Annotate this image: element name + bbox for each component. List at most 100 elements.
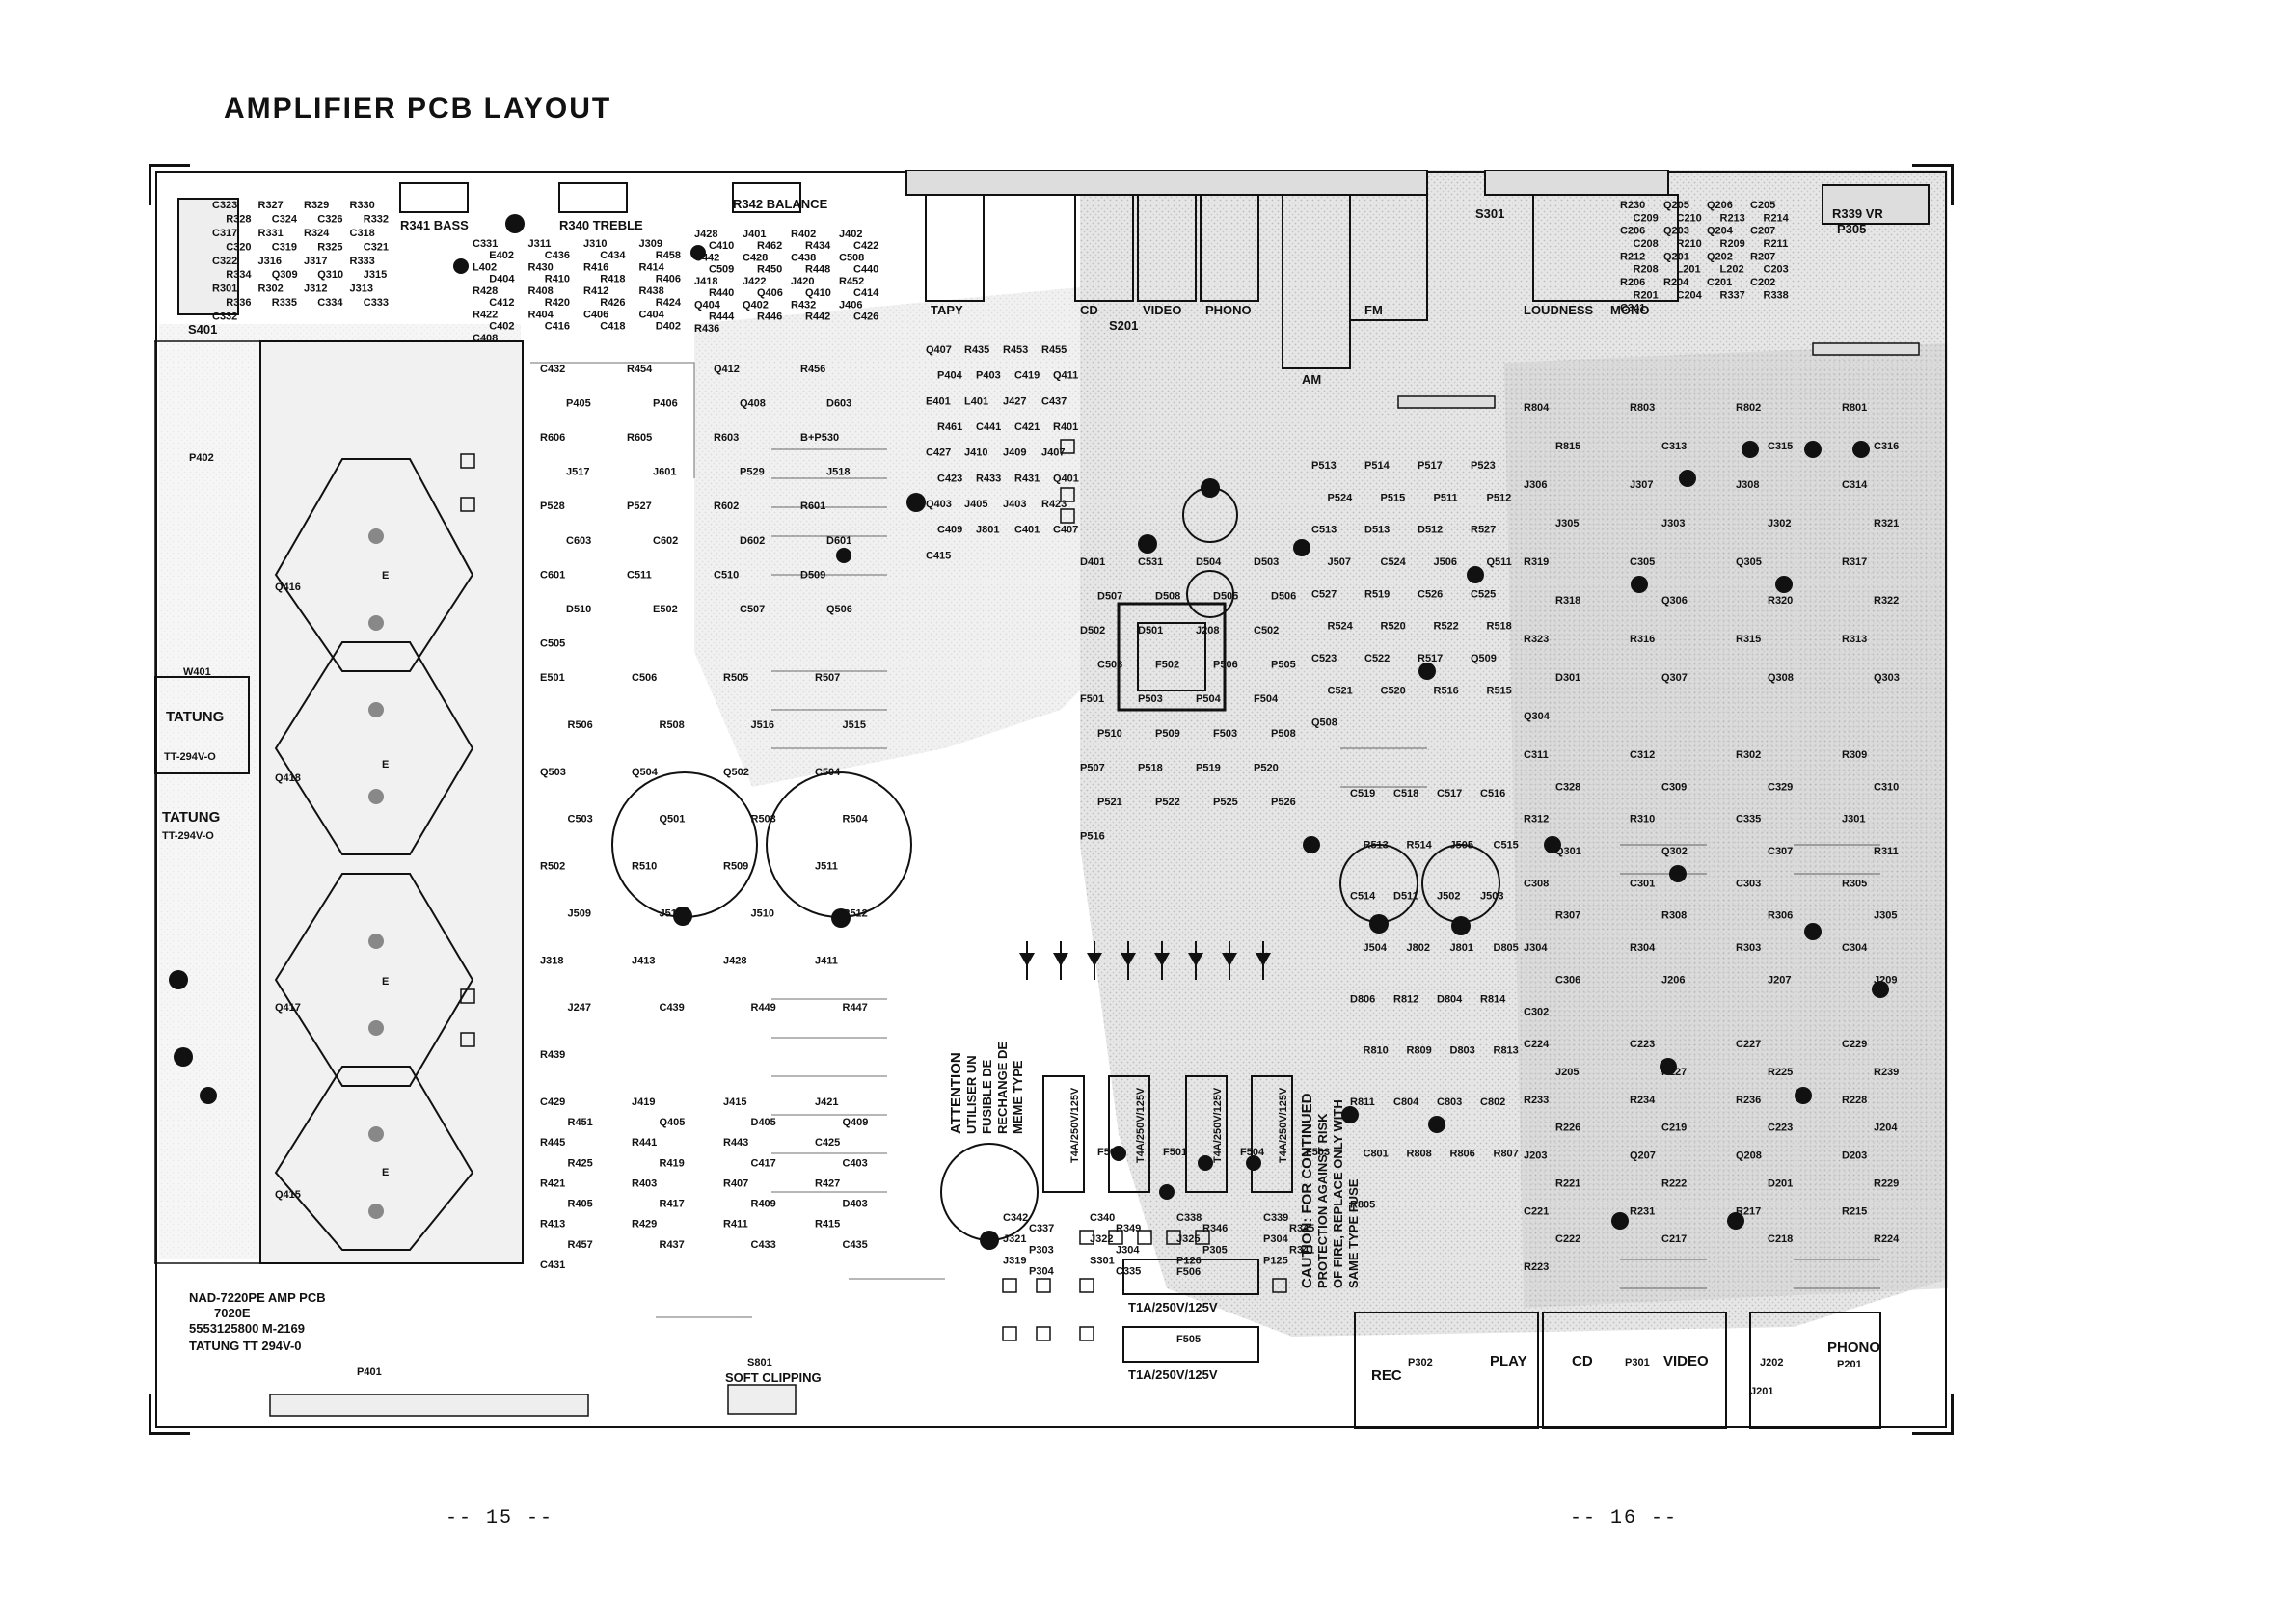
component-ref: R602 — [714, 501, 739, 512]
component-ref: C509 — [709, 264, 734, 276]
p305-header — [1812, 342, 1920, 356]
component-ref: R233 — [1524, 1095, 1549, 1106]
component-ref: R414 — [639, 261, 665, 273]
component-ref: R449 — [751, 1002, 776, 1014]
label-p302: P302 — [1408, 1357, 1433, 1368]
component-ref: R328 — [226, 213, 251, 225]
component-ref: P520 — [1254, 762, 1279, 773]
phono-jack — [1749, 1312, 1881, 1429]
component-ref: Q206 — [1707, 200, 1733, 211]
component-ref: R349 — [1116, 1223, 1141, 1234]
test-pads — [460, 439, 1287, 1341]
transistor-q418 — [274, 641, 474, 855]
component-ref: C227 — [1736, 1039, 1761, 1050]
component-ref: C422 — [853, 240, 878, 252]
component-ref: J401 — [743, 229, 766, 240]
component-ref: Q407 — [926, 344, 952, 356]
component-ref: D504 — [1196, 556, 1222, 568]
component-ref: R311 — [1874, 846, 1899, 857]
input-label-phono: PHONO — [1205, 303, 1252, 317]
component-ref: R809 — [1407, 1045, 1432, 1057]
component-ref: R334 — [226, 269, 252, 281]
component-ref: C412 — [489, 297, 514, 309]
pcb-board: R341 BASS R340 TREBLE R342 BALANCE R339 … — [149, 164, 1954, 1435]
component-ref: P305 — [1202, 1244, 1228, 1256]
component-ref: C223 — [1630, 1039, 1655, 1050]
component-ref: R429 — [632, 1219, 657, 1231]
component-ref: J209 — [1874, 974, 1897, 986]
component-ref: R332 — [364, 213, 389, 225]
component-ref: R415 — [815, 1219, 840, 1231]
crop-mark-bottom-right — [1912, 1394, 1954, 1435]
component-ref: R224 — [1874, 1233, 1900, 1245]
component-ref: C408 — [473, 333, 498, 344]
component-ref: Q304 — [1524, 711, 1551, 722]
label-s201: S201 — [1109, 318, 1138, 333]
component-ref: C309 — [1661, 781, 1687, 793]
jack-label-rec: REC — [1371, 1367, 1402, 1384]
component-ref: D505 — [1213, 591, 1238, 603]
component-ref: C308 — [1524, 878, 1549, 889]
component-ref: C503 — [568, 814, 593, 826]
component-ref: C442 — [694, 252, 719, 263]
attention-line-2: UTILISER UN — [964, 1055, 979, 1134]
component-ref: J310 — [583, 238, 607, 250]
component-ref: J317 — [304, 256, 327, 267]
component-ref: C206 — [1620, 226, 1645, 237]
label-w401: W401 — [183, 666, 211, 678]
component-ref: P519 — [1196, 762, 1221, 773]
crop-mark-top-right — [1912, 164, 1954, 205]
component-ref: P513 — [1311, 460, 1337, 472]
component-ref: C407 — [1053, 525, 1078, 536]
label-q417: Q417 — [275, 1002, 301, 1014]
component-ref: C435 — [843, 1239, 868, 1251]
component-ref: C402 — [489, 321, 514, 333]
component-ref: R524 — [1328, 621, 1354, 633]
component-ref: R522 — [1434, 621, 1459, 633]
component-ref: C507 — [740, 604, 765, 615]
component-ref: Q208 — [1736, 1150, 1762, 1162]
component-ref: C801 — [1364, 1148, 1389, 1159]
component-ref: Q303 — [1874, 672, 1900, 684]
component-ref: C210 — [1677, 212, 1702, 224]
component-ref: Q410 — [805, 287, 831, 299]
component-ref: J517 — [566, 467, 589, 478]
component-ref: D503 — [1254, 556, 1279, 568]
component-ref: P406 — [653, 398, 678, 410]
copper-area-right-dense — [1504, 343, 1948, 1308]
component-ref: R446 — [757, 311, 782, 323]
component-ref: C221 — [1524, 1205, 1549, 1217]
component-ref: R453 — [1003, 344, 1028, 356]
component-ref: J518 — [826, 467, 850, 478]
component-ref: J419 — [632, 1096, 655, 1108]
tatung-label-1: TATUNG — [166, 709, 224, 725]
component-ref: R448 — [805, 264, 830, 276]
bass-pot — [399, 182, 469, 213]
component-ref: B+P530 — [800, 432, 839, 444]
s401-block — [177, 198, 239, 315]
label-bass: R341 BASS — [400, 218, 469, 232]
diode-triangles — [1019, 953, 1271, 966]
component-ref: C324 — [272, 213, 298, 225]
component-ref: C414 — [853, 287, 879, 299]
component-ref: C401 — [1014, 525, 1040, 536]
component-ref: R445 — [540, 1137, 565, 1149]
component-ref: P511 — [1434, 492, 1458, 503]
label-p401: P401 — [357, 1367, 382, 1378]
component-ref: C305 — [1630, 556, 1655, 568]
component-ref: C223 — [1768, 1123, 1793, 1134]
component-ref: C203 — [1764, 264, 1789, 276]
component-ref: C441 — [976, 421, 1001, 433]
component-ref: R443 — [723, 1137, 748, 1149]
component-ref: J316 — [258, 256, 282, 267]
label-s401: S401 — [188, 322, 217, 337]
transistor-q416 — [274, 458, 474, 672]
component-ref: R417 — [660, 1199, 685, 1210]
component-ref: C432 — [540, 364, 565, 375]
label-p305: P305 — [1837, 222, 1866, 236]
board-info-line-1: NAD-7220PE AMP PCB — [189, 1290, 326, 1305]
component-ref: C337 — [1029, 1223, 1054, 1234]
component-ref: R303 — [1736, 942, 1761, 954]
bottom-header-left — [269, 1394, 589, 1417]
component-ref: L202 — [1720, 264, 1744, 276]
